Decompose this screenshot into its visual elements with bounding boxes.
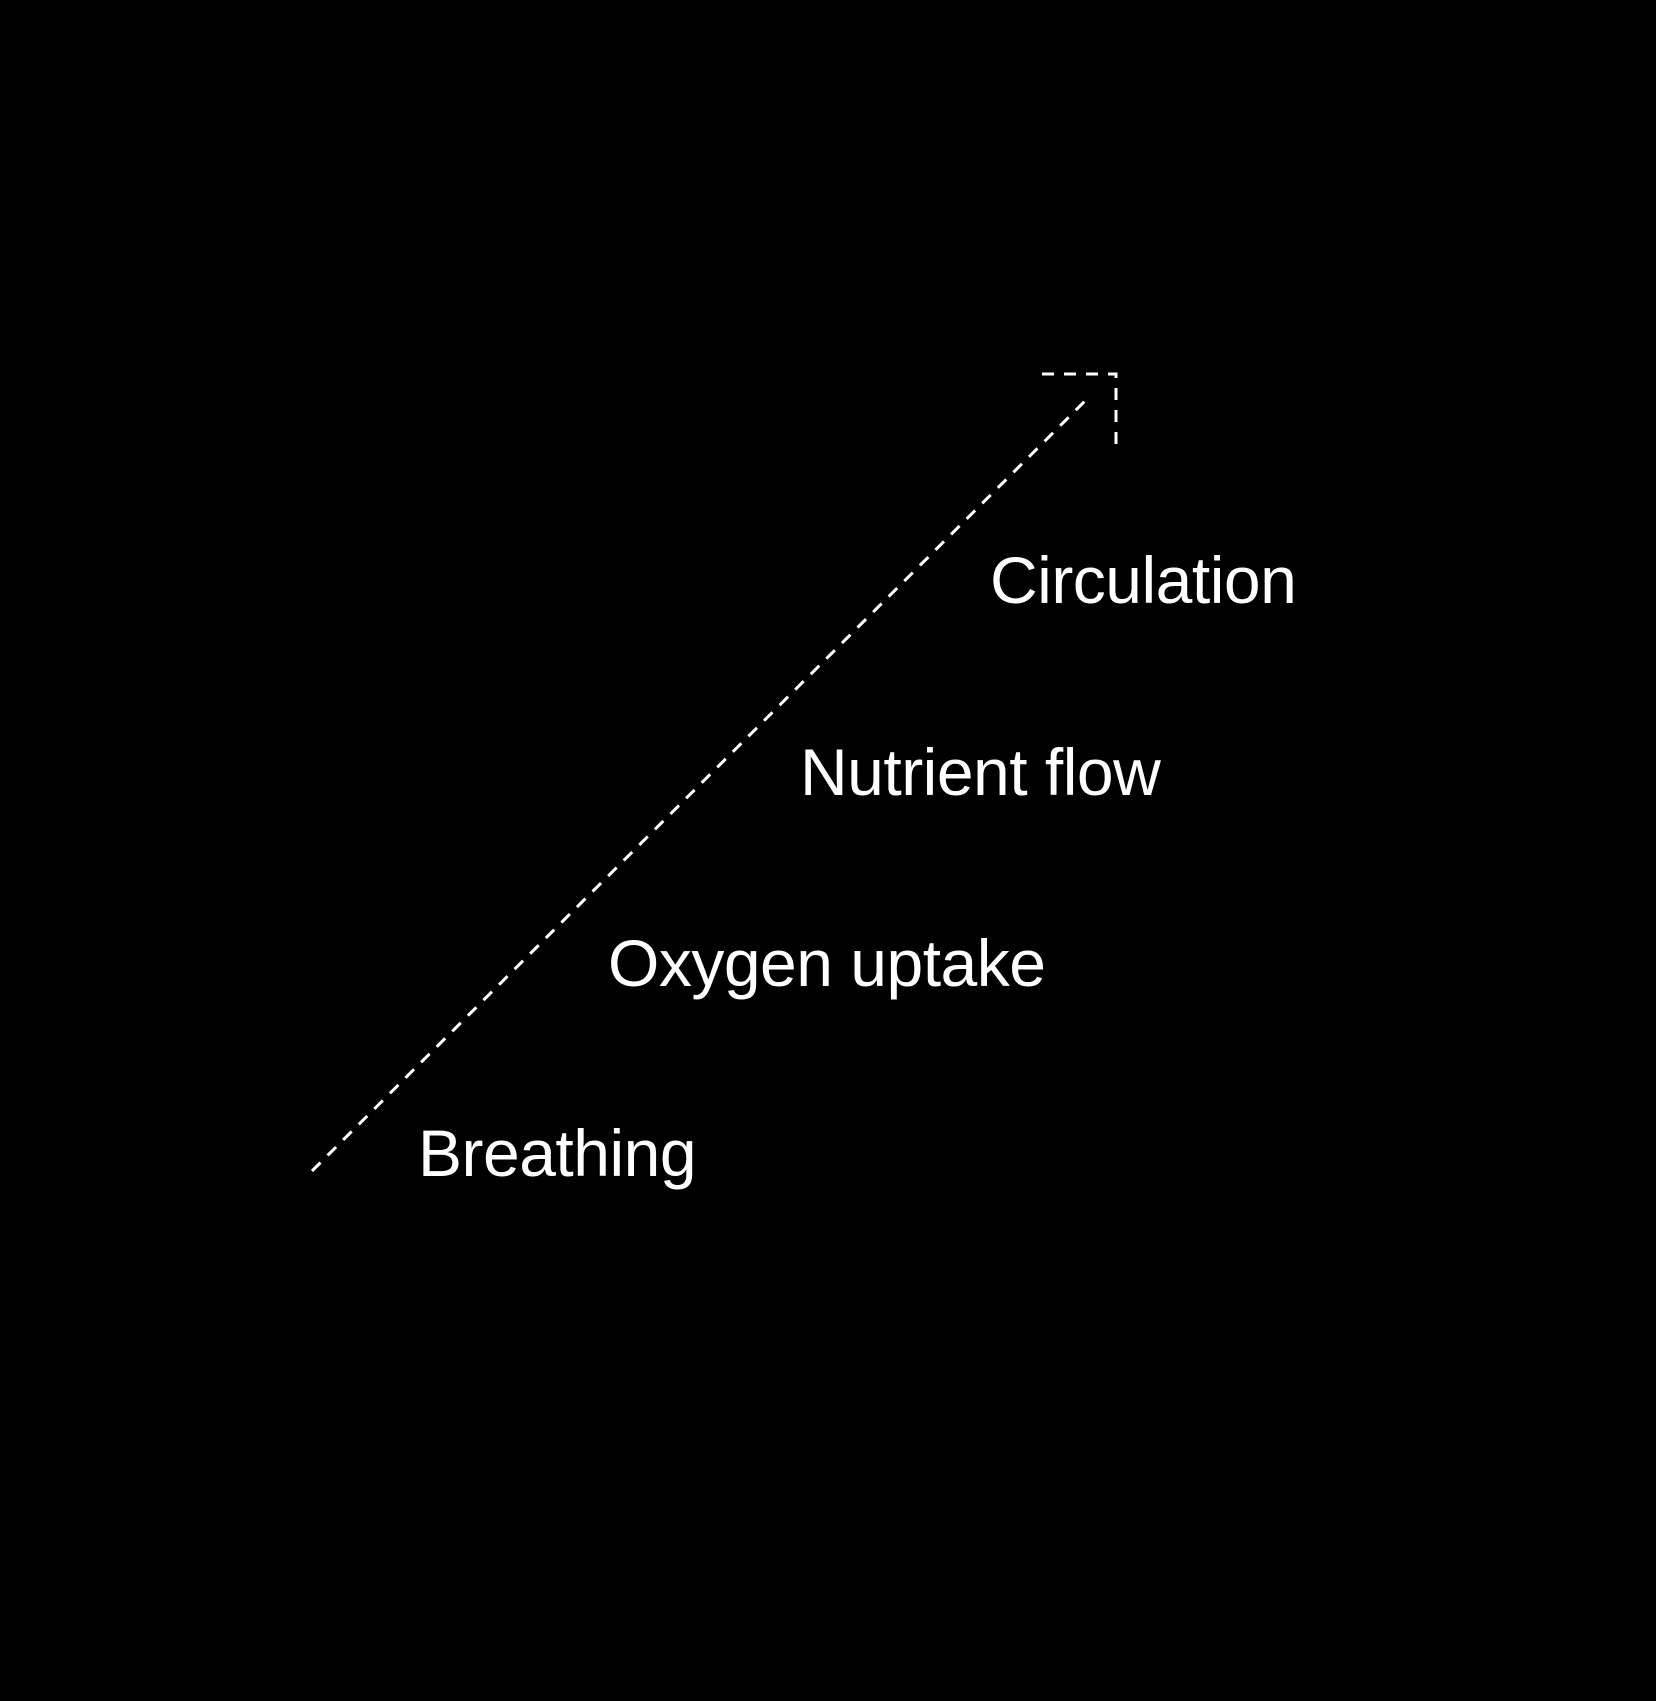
step-label-circulation: Circulation (990, 543, 1297, 617)
step-label-oxygen-uptake: Oxygen uptake (608, 926, 1046, 1000)
step-label-nutrient-flow: Nutrient flow (800, 735, 1161, 809)
step-label-breathing: Breathing (418, 1116, 697, 1190)
arrow-shaft (310, 394, 1092, 1173)
arrow-head-icon (1042, 372, 1118, 444)
